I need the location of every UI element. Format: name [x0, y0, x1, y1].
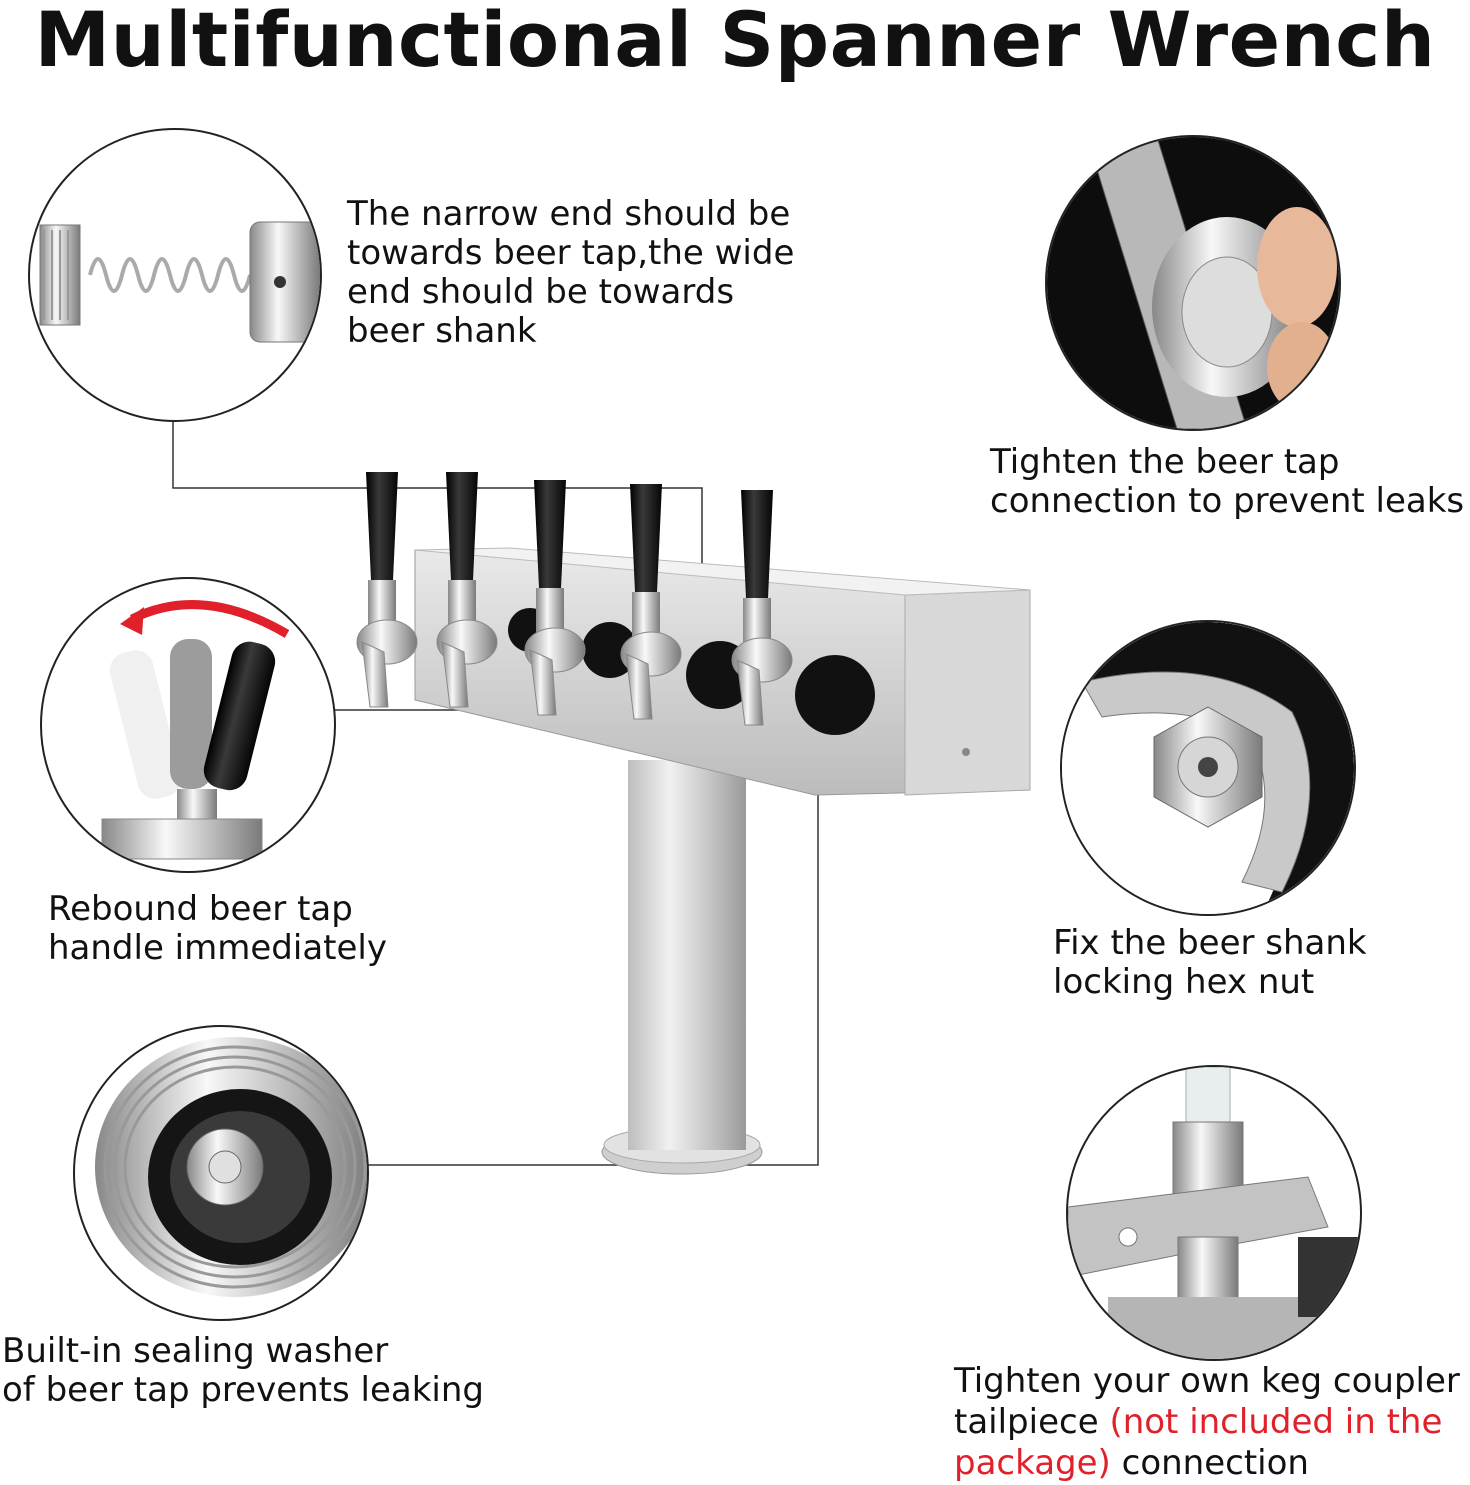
spring-shank-icon: [39, 221, 320, 343]
coupler-wrench-icon: [1068, 1067, 1360, 1359]
hex-nut-caption: Fix the beer shank locking hex nut: [1053, 923, 1367, 1002]
faucet-3: [524, 480, 586, 716]
hex-nut-icon: [1062, 622, 1354, 914]
wrench-tap-circle: [1045, 135, 1341, 431]
faucet-4: [620, 484, 682, 720]
washer-caption: Built-in sealing washer of beer tap prev…: [2, 1331, 484, 1410]
faucet-5: [731, 490, 793, 726]
spring-shank-circle: [28, 128, 322, 422]
wrench-tap-icon: [1047, 137, 1339, 429]
coupler-circle: [1066, 1065, 1362, 1361]
faucet-2: [436, 472, 498, 708]
rebound-caption: Rebound beer tap handle immediately: [48, 889, 387, 968]
narrow-end-caption: The narrow end should be towards beer ta…: [347, 194, 795, 351]
tighten-tap-caption: Tighten the beer tap connection to preve…: [990, 442, 1465, 521]
coupler-caption: Tighten your own keg coupler tailpiece (…: [954, 1361, 1460, 1483]
handle-rebound-circle: [40, 577, 336, 873]
page-title: Multifunctional Spanner Wrench: [34, 0, 1436, 84]
handle-rebound-icon: [101, 600, 290, 860]
washer-circle: [73, 1025, 369, 1321]
washer-icon: [95, 1037, 367, 1297]
faucet-1: [356, 472, 418, 708]
hex-nut-circle: [1060, 620, 1356, 916]
